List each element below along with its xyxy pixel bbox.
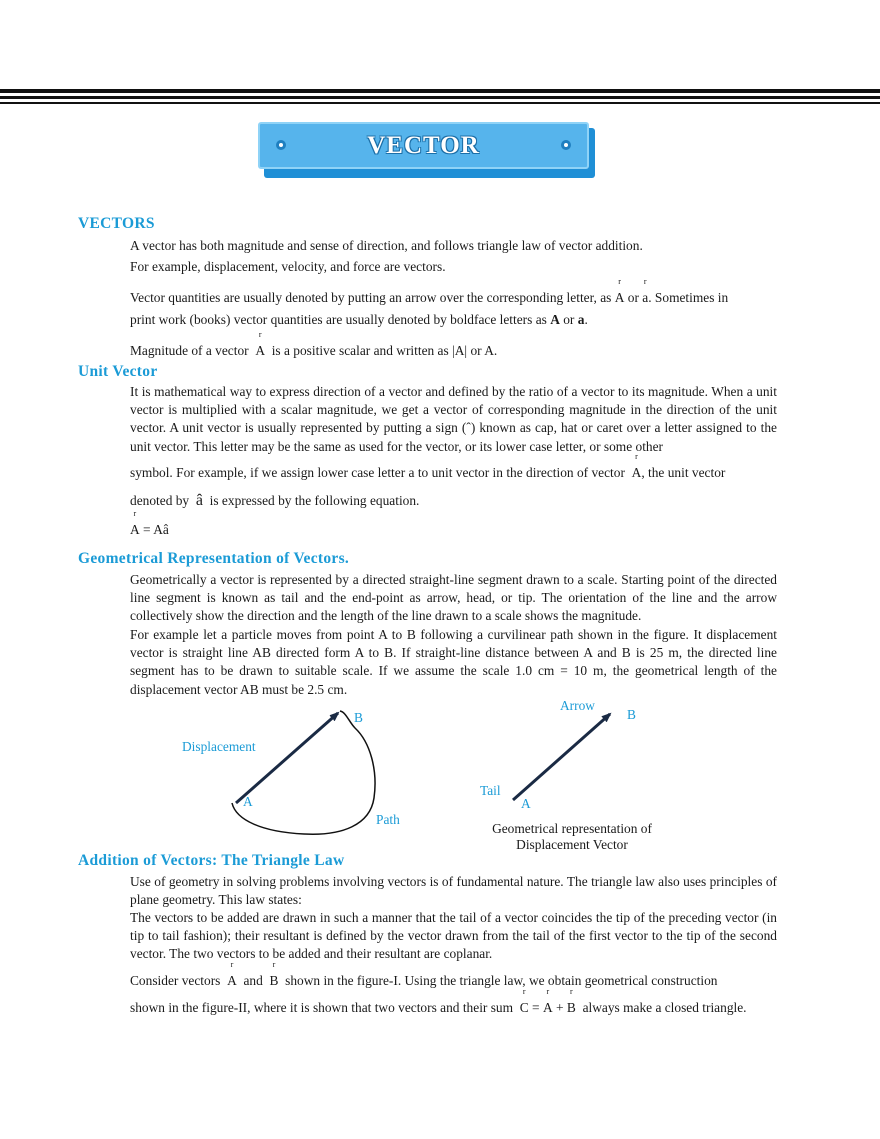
label-tail: Tail xyxy=(480,783,501,798)
vectors-p3-line2: print work (books) vector quantities are… xyxy=(130,312,588,328)
bold-a: a xyxy=(577,312,585,327)
vectors-p3-line1: Vector quantities are usually denoted by… xyxy=(130,277,729,306)
addition-p1: Use of geometry in solving problems invo… xyxy=(130,874,777,908)
unit-p3a: denoted by xyxy=(130,493,190,508)
and-text: and xyxy=(243,973,263,988)
addition-p4: shown in the figure-II, where it is show… xyxy=(130,987,747,1016)
vectors-p1: A vector has both magnitude and sense of… xyxy=(130,238,643,253)
top-rule-2 xyxy=(0,96,880,99)
vectors-p3c: print work (books) vector quantities are… xyxy=(130,312,547,327)
vectors-p2: For example, displacement, velocity, and… xyxy=(130,259,446,274)
addition-p4a: shown in the figure-II, where it is show… xyxy=(130,1000,514,1015)
label-left-b: B xyxy=(354,710,363,725)
addition-p4b: always make a closed triangle. xyxy=(582,1000,747,1015)
unit-p2b: , the unit vector xyxy=(641,465,726,480)
page-title: VECTOR xyxy=(367,132,480,159)
displacement-vector xyxy=(235,711,340,805)
equation-rhs: = Aâ xyxy=(143,522,169,537)
title-banner: VECTOR xyxy=(258,122,595,178)
banner-body: VECTOR xyxy=(258,122,589,169)
top-rule-1 xyxy=(0,89,880,93)
heading-addition: Addition of Vectors: The Triangle Law xyxy=(78,852,345,869)
or-text: or xyxy=(627,290,639,305)
geom-p1: Geometrically a vector is represented by… xyxy=(130,572,777,624)
vectors-p3a: Vector quantities are usually denoted by… xyxy=(130,290,612,305)
label-path: Path xyxy=(376,812,400,827)
addition-p3b: shown in the figure-I. Using the triangl… xyxy=(285,973,718,988)
geom-p2: For example let a particle moves from po… xyxy=(130,627,777,697)
figure-caption-1: Geometrical representation of xyxy=(492,821,652,836)
vectors-p4c: or A. xyxy=(470,343,498,358)
addition-p2: The vectors to be added are drawn in suc… xyxy=(130,910,777,962)
vectors-p3b: . Sometimes in xyxy=(648,290,729,305)
equals-sign: = xyxy=(532,1000,540,1015)
plus-sign: + xyxy=(556,1000,564,1015)
bold-A: A xyxy=(550,312,560,327)
unit-p3: denoted by â is expressed by the followi… xyxy=(130,492,419,510)
heading-geometrical: Geometrical Representation of Vectors. xyxy=(78,550,350,567)
top-rule-3 xyxy=(0,102,880,104)
heading-vectors: VECTORS xyxy=(78,215,155,232)
or-text-2: or xyxy=(563,312,575,327)
vectors-p4b: is a positive scalar and written as xyxy=(271,343,449,358)
figure-caption-2: Displacement Vector xyxy=(516,837,628,852)
unit-p2: symbol. For example, if we assign lower … xyxy=(130,452,726,481)
label-right-b: B xyxy=(627,707,636,722)
magnitude-abs: |A| xyxy=(452,343,468,358)
unit-p2a: symbol. For example, if we assign lower … xyxy=(130,465,625,480)
banner-dot-left xyxy=(276,140,286,150)
addition-p3a: Consider vectors xyxy=(130,973,221,988)
curvilinear-path xyxy=(231,710,376,835)
unit-vector-symbol: â xyxy=(195,492,203,509)
unit-p3b: is expressed by the following equation. xyxy=(209,493,420,508)
label-right-a: A xyxy=(521,796,531,811)
right-vector xyxy=(512,712,612,802)
heading-unit-vector: Unit Vector xyxy=(78,363,158,380)
unit-p1: It is mathematical way to express direct… xyxy=(130,384,777,454)
label-left-a: A xyxy=(243,794,253,809)
banner-dot-right xyxy=(561,140,571,150)
label-arrow: Arrow xyxy=(560,698,595,713)
vectors-p4a: Magnitude of a vector xyxy=(130,343,249,358)
label-displacement: Displacement xyxy=(182,739,256,754)
period: . xyxy=(584,312,588,327)
